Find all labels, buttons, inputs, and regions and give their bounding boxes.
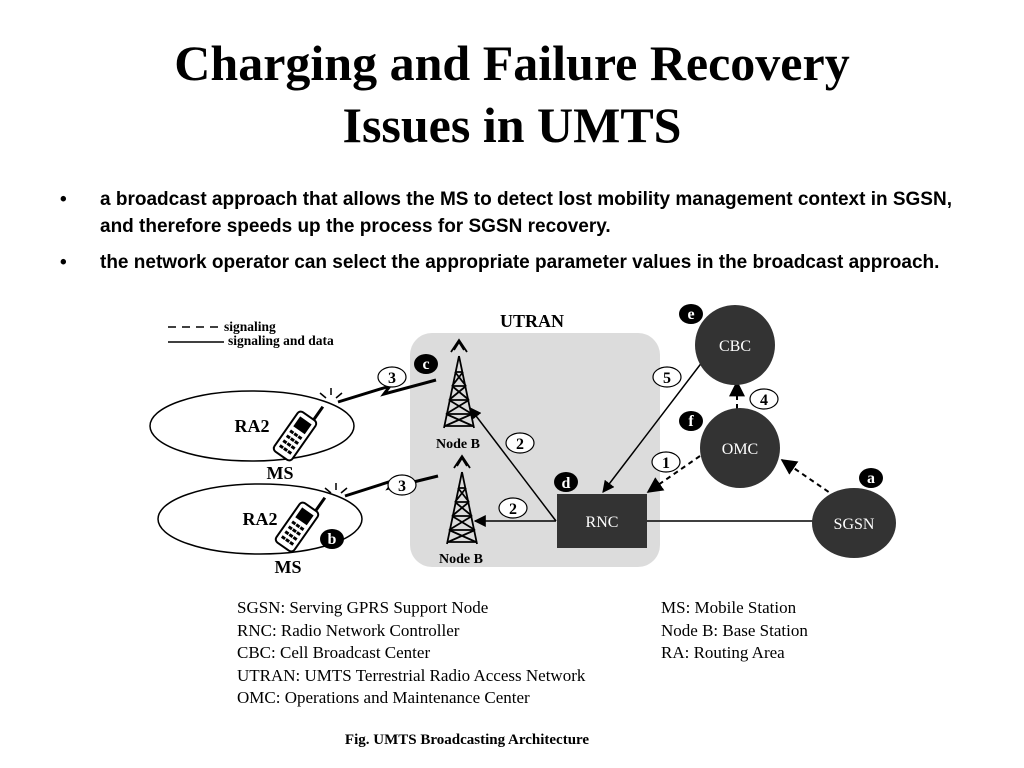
radio-link-top	[337, 378, 437, 404]
bullet-dot: •	[60, 189, 67, 210]
letter-badge: a	[859, 468, 883, 488]
step-badge: 5	[652, 366, 682, 388]
step-number: 5	[663, 370, 671, 387]
sgsn-to-omc-line	[780, 459, 837, 498]
omc-node: OMC	[700, 408, 780, 488]
bullet-item: • a broadcast approach that allows the M…	[58, 186, 958, 240]
figure-caption: Fig. UMTS Broadcasting Architecture	[344, 732, 590, 748]
node-b-bottom-label: Node B	[439, 552, 483, 567]
bullet-dot: •	[60, 252, 67, 273]
letter-label: e	[687, 306, 694, 323]
definition-term: RNC: Radio Network Controller	[237, 620, 460, 640]
letter-label: d	[562, 475, 571, 492]
step-number: 4	[760, 392, 768, 409]
omc-to-rnc-line	[646, 455, 701, 493]
definitions-table: SGSN: Serving GPRS Support Node MS: Mobil…	[237, 597, 897, 710]
step-badge: 2	[498, 497, 528, 519]
ra-top-label: RA2	[235, 416, 270, 436]
definition-term: OMC: Operations and Maintenance Center	[237, 688, 530, 707]
slide-title: Charging and Failure Recovery Issues in …	[0, 32, 1024, 156]
sgsn-node: SGSN	[812, 488, 896, 558]
node-b-top-label: Node B	[436, 437, 480, 452]
definition-term: CBC: Cell Broadcast Center	[237, 643, 431, 662]
letter-label: a	[867, 470, 875, 487]
definition-term: MS: Mobile Station	[661, 598, 797, 617]
letter-badge: c	[414, 354, 438, 374]
letter-label: c	[422, 356, 429, 373]
letter-badge: e	[679, 304, 703, 324]
definition-row: SGSN: Serving GPRS Support Node MS: Mobil…	[237, 597, 897, 620]
bullet-text: a broadcast approach that allows the MS …	[100, 189, 952, 237]
letter-label: f	[688, 413, 694, 430]
definition-term: SGSN: Serving GPRS Support Node	[237, 598, 489, 617]
definition-row: CBC: Cell Broadcast Center RA: Routing Ar…	[237, 642, 897, 665]
signal-burst-icon	[324, 483, 348, 494]
step-number: 2	[509, 501, 517, 518]
definition-row: UTRAN: UMTS Terrestrial Radio Access Net…	[237, 665, 897, 688]
ra-bottom-label: RA2	[243, 509, 278, 529]
omc-label: OMC	[722, 441, 758, 458]
step-number: 3	[388, 370, 396, 387]
definition-term: RA: Routing Area	[661, 643, 785, 662]
ms-bottom-label: MS	[275, 557, 302, 577]
signal-burst-icon	[319, 388, 343, 399]
letter-badge: d	[554, 472, 578, 492]
step-number: 2	[516, 436, 524, 453]
legend-solid-label: signaling and data	[228, 333, 334, 348]
mobile-phone-icon	[274, 496, 327, 553]
routing-area-bottom	[157, 483, 363, 555]
rnc-node: RNC	[557, 494, 647, 548]
rnc-to-nodeb-top-line	[469, 407, 557, 522]
bullet-list: • a broadcast approach that allows the M…	[58, 186, 958, 285]
cbc-node: CBC	[695, 305, 775, 385]
step-badge: 4	[749, 388, 779, 410]
title-line-1: Charging and Failure Recovery	[174, 35, 850, 91]
legend-dashed-label: signaling	[224, 319, 276, 334]
definition-term: UTRAN: UMTS Terrestrial Radio Access Net…	[237, 665, 586, 685]
node-b-tower-icon	[443, 338, 475, 429]
step-badge: 1	[651, 451, 681, 473]
definition-term: Node B: Base Station	[661, 620, 808, 640]
cbc-label: CBC	[719, 338, 751, 355]
bullet-text: the network operator can select the appr…	[100, 252, 940, 273]
letter-badge: f	[679, 411, 703, 431]
ms-top-label: MS	[267, 463, 294, 483]
letter-label: b	[328, 531, 337, 548]
step-number: 1	[662, 455, 670, 472]
definition-row: OMC: Operations and Maintenance Center	[237, 687, 897, 710]
step-number: 3	[398, 478, 406, 495]
mobile-phone-icon	[272, 405, 325, 462]
step-badge: 3	[387, 474, 417, 496]
sgsn-label: SGSN	[834, 516, 875, 533]
title-line-2: Issues in UMTS	[342, 97, 682, 153]
step-badge: 3	[377, 366, 407, 388]
bullet-item: • the network operator can select the ap…	[58, 249, 958, 276]
definition-row: RNC: Radio Network Controller Node B: Bas…	[237, 620, 897, 643]
node-b-tower-icon	[446, 454, 478, 545]
utran-label: UTRAN	[500, 311, 564, 331]
legend: signaling signaling and data	[168, 319, 334, 348]
step-badge: 2	[505, 432, 535, 454]
cbc-to-rnc-line	[602, 356, 707, 493]
routing-area-top	[149, 390, 355, 462]
rnc-label: RNC	[586, 514, 619, 531]
letter-badge: b	[320, 529, 344, 549]
